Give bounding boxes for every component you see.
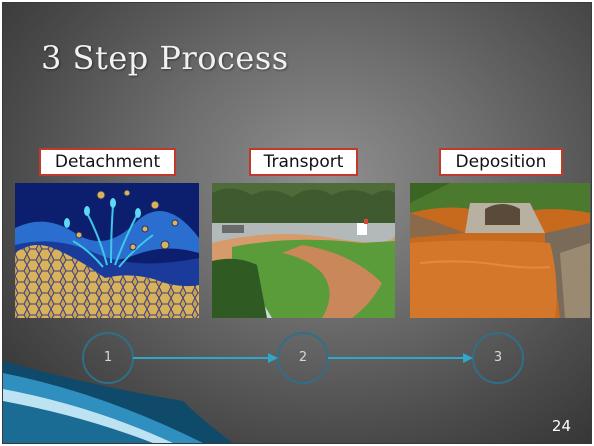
transport-photo xyxy=(212,183,395,318)
detachment-illustration xyxy=(15,183,199,318)
page-number: 24 xyxy=(551,417,571,435)
deposition-photo xyxy=(410,183,590,318)
step-label-transport: Transport xyxy=(249,148,358,176)
step-number-3: 3 xyxy=(493,350,503,365)
step-label-detachment: Detachment xyxy=(39,148,176,176)
step-number-2: 2 xyxy=(298,350,308,365)
step-number-1: 1 xyxy=(103,350,113,365)
step-label-deposition: Deposition xyxy=(439,148,563,176)
slide-title: 3 Step Process xyxy=(41,39,289,77)
